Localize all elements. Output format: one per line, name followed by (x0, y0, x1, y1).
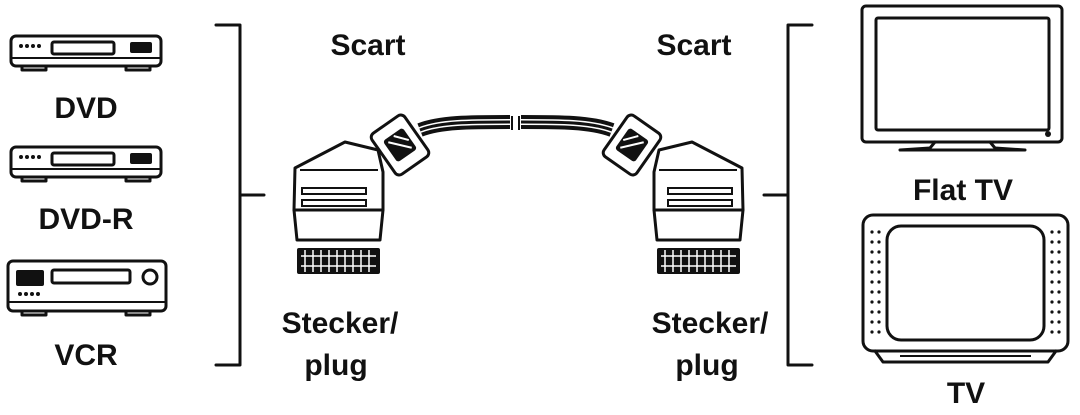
right-bracket (762, 23, 814, 367)
tv-label: TV (947, 377, 985, 410)
right-plug-label-line1: Stecker/ (652, 307, 769, 340)
right-plug-label-line2: plug (675, 349, 738, 382)
dvd-recorder-icon (9, 145, 163, 183)
dvd-label: DVD (54, 92, 117, 125)
left-plug-label-line2: plug (304, 349, 367, 382)
right-scart-plug-icon (601, 113, 745, 274)
left-speaker-grille (870, 230, 881, 334)
scart-cable (417, 115, 615, 137)
left-scart-label: Scart (330, 29, 405, 62)
left-bracket (214, 23, 266, 367)
left-plug-label-line1: Stecker/ (282, 307, 399, 340)
right-scart-label: Scart (656, 29, 731, 62)
vcr-label: VCR (54, 339, 118, 372)
right-speaker-grille (1050, 230, 1061, 334)
vcr-icon (6, 259, 168, 317)
dvd-player-icon (9, 34, 163, 72)
flat-tv-label: Flat TV (913, 174, 1013, 207)
left-scart-plug-icon (292, 113, 431, 274)
dvd-r-label: DVD-R (39, 203, 134, 236)
tv-icon (861, 213, 1070, 364)
flat-tv-icon (860, 4, 1064, 152)
